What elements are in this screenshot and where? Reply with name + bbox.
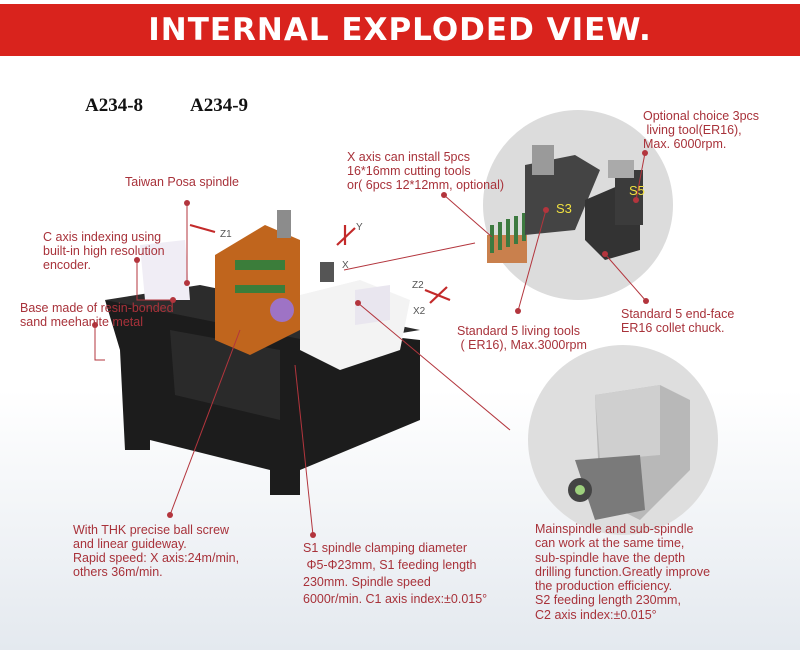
callout-sub-spindle: Mainspindle and sub-spindle can work at … — [535, 522, 711, 622]
page-title: INTERNAL EXPLODED VIEW. — [148, 12, 652, 48]
s3-label: S3 — [556, 201, 572, 216]
title-banner: INTERNAL EXPLODED VIEW. — [0, 4, 800, 56]
callout-x-axis-tools: X axis can install 5pcs 16*16mm cutting … — [347, 150, 505, 192]
callout-living-tools: Standard 5 living tools ( ER16), Max.300… — [457, 324, 587, 352]
callout-base: Base made of resin-bonded sand meehanite… — [20, 301, 174, 329]
callout-c-axis: C axis indexing using built-in high reso… — [43, 230, 165, 272]
motor — [277, 210, 291, 238]
callout-spindle: Taiwan Posa spindle — [125, 175, 239, 189]
model-a234-8: A234-8 — [85, 95, 144, 116]
callout-ball-screw: With THK precise ball screw and linear g… — [73, 523, 240, 579]
axis-y-label: Y — [356, 222, 363, 233]
callout-optional-living-tool: Optional choice 3pcs living tool(ER16), … — [643, 109, 760, 151]
model-a234-9: A234-9 — [190, 95, 249, 116]
callout-s1-spindle: S1 spindle clamping diameter Φ5-Φ23mm, S… — [303, 541, 488, 606]
s5-label: S5 — [629, 183, 645, 198]
axis-z1-label: Z1 — [220, 229, 232, 240]
axis-x2-label: X2 — [413, 306, 426, 317]
axis-x-label: X — [342, 260, 349, 271]
callout-end-face-chuck: Standard 5 end-face ER16 collet chuck. — [621, 307, 735, 335]
axis-z2-label: Z2 — [412, 280, 424, 291]
